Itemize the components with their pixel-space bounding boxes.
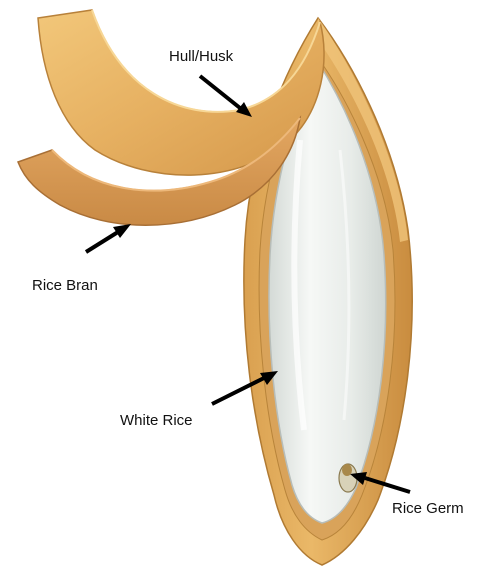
label-rice-bran: Rice Bran [32, 277, 98, 294]
rice-germ [339, 464, 357, 492]
arrow-rice-bran [86, 224, 131, 252]
label-white-rice: White Rice [120, 412, 193, 429]
label-rice-germ: Rice Germ [392, 500, 464, 517]
label-hull-husk: Hull/Husk [169, 48, 234, 65]
